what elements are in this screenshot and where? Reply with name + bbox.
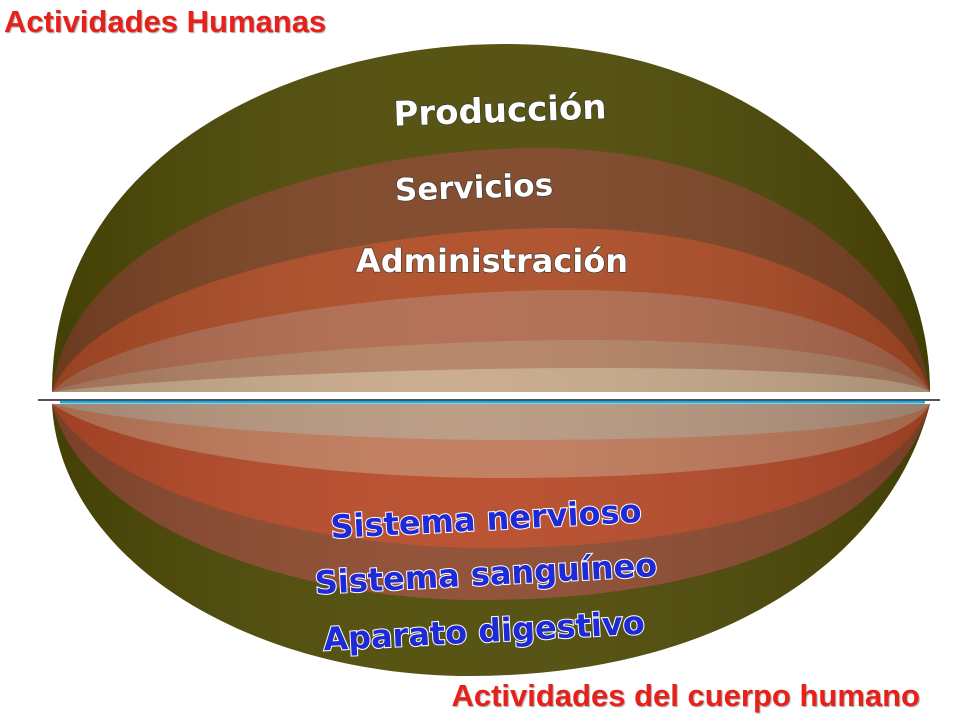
lower-hemisphere [52, 404, 930, 676]
title-actividades-cuerpo-humano: Actividades del cuerpo humano [451, 678, 920, 713]
title-actividades-humanas: Actividades Humanas [4, 4, 327, 39]
label-servicios: Servicios [394, 167, 553, 209]
upper-shine [52, 44, 930, 392]
label-produccion: Producción [393, 87, 607, 134]
upper-hemisphere [52, 44, 930, 392]
label-administracion: Administración [356, 242, 628, 280]
lower-shine [52, 404, 930, 676]
